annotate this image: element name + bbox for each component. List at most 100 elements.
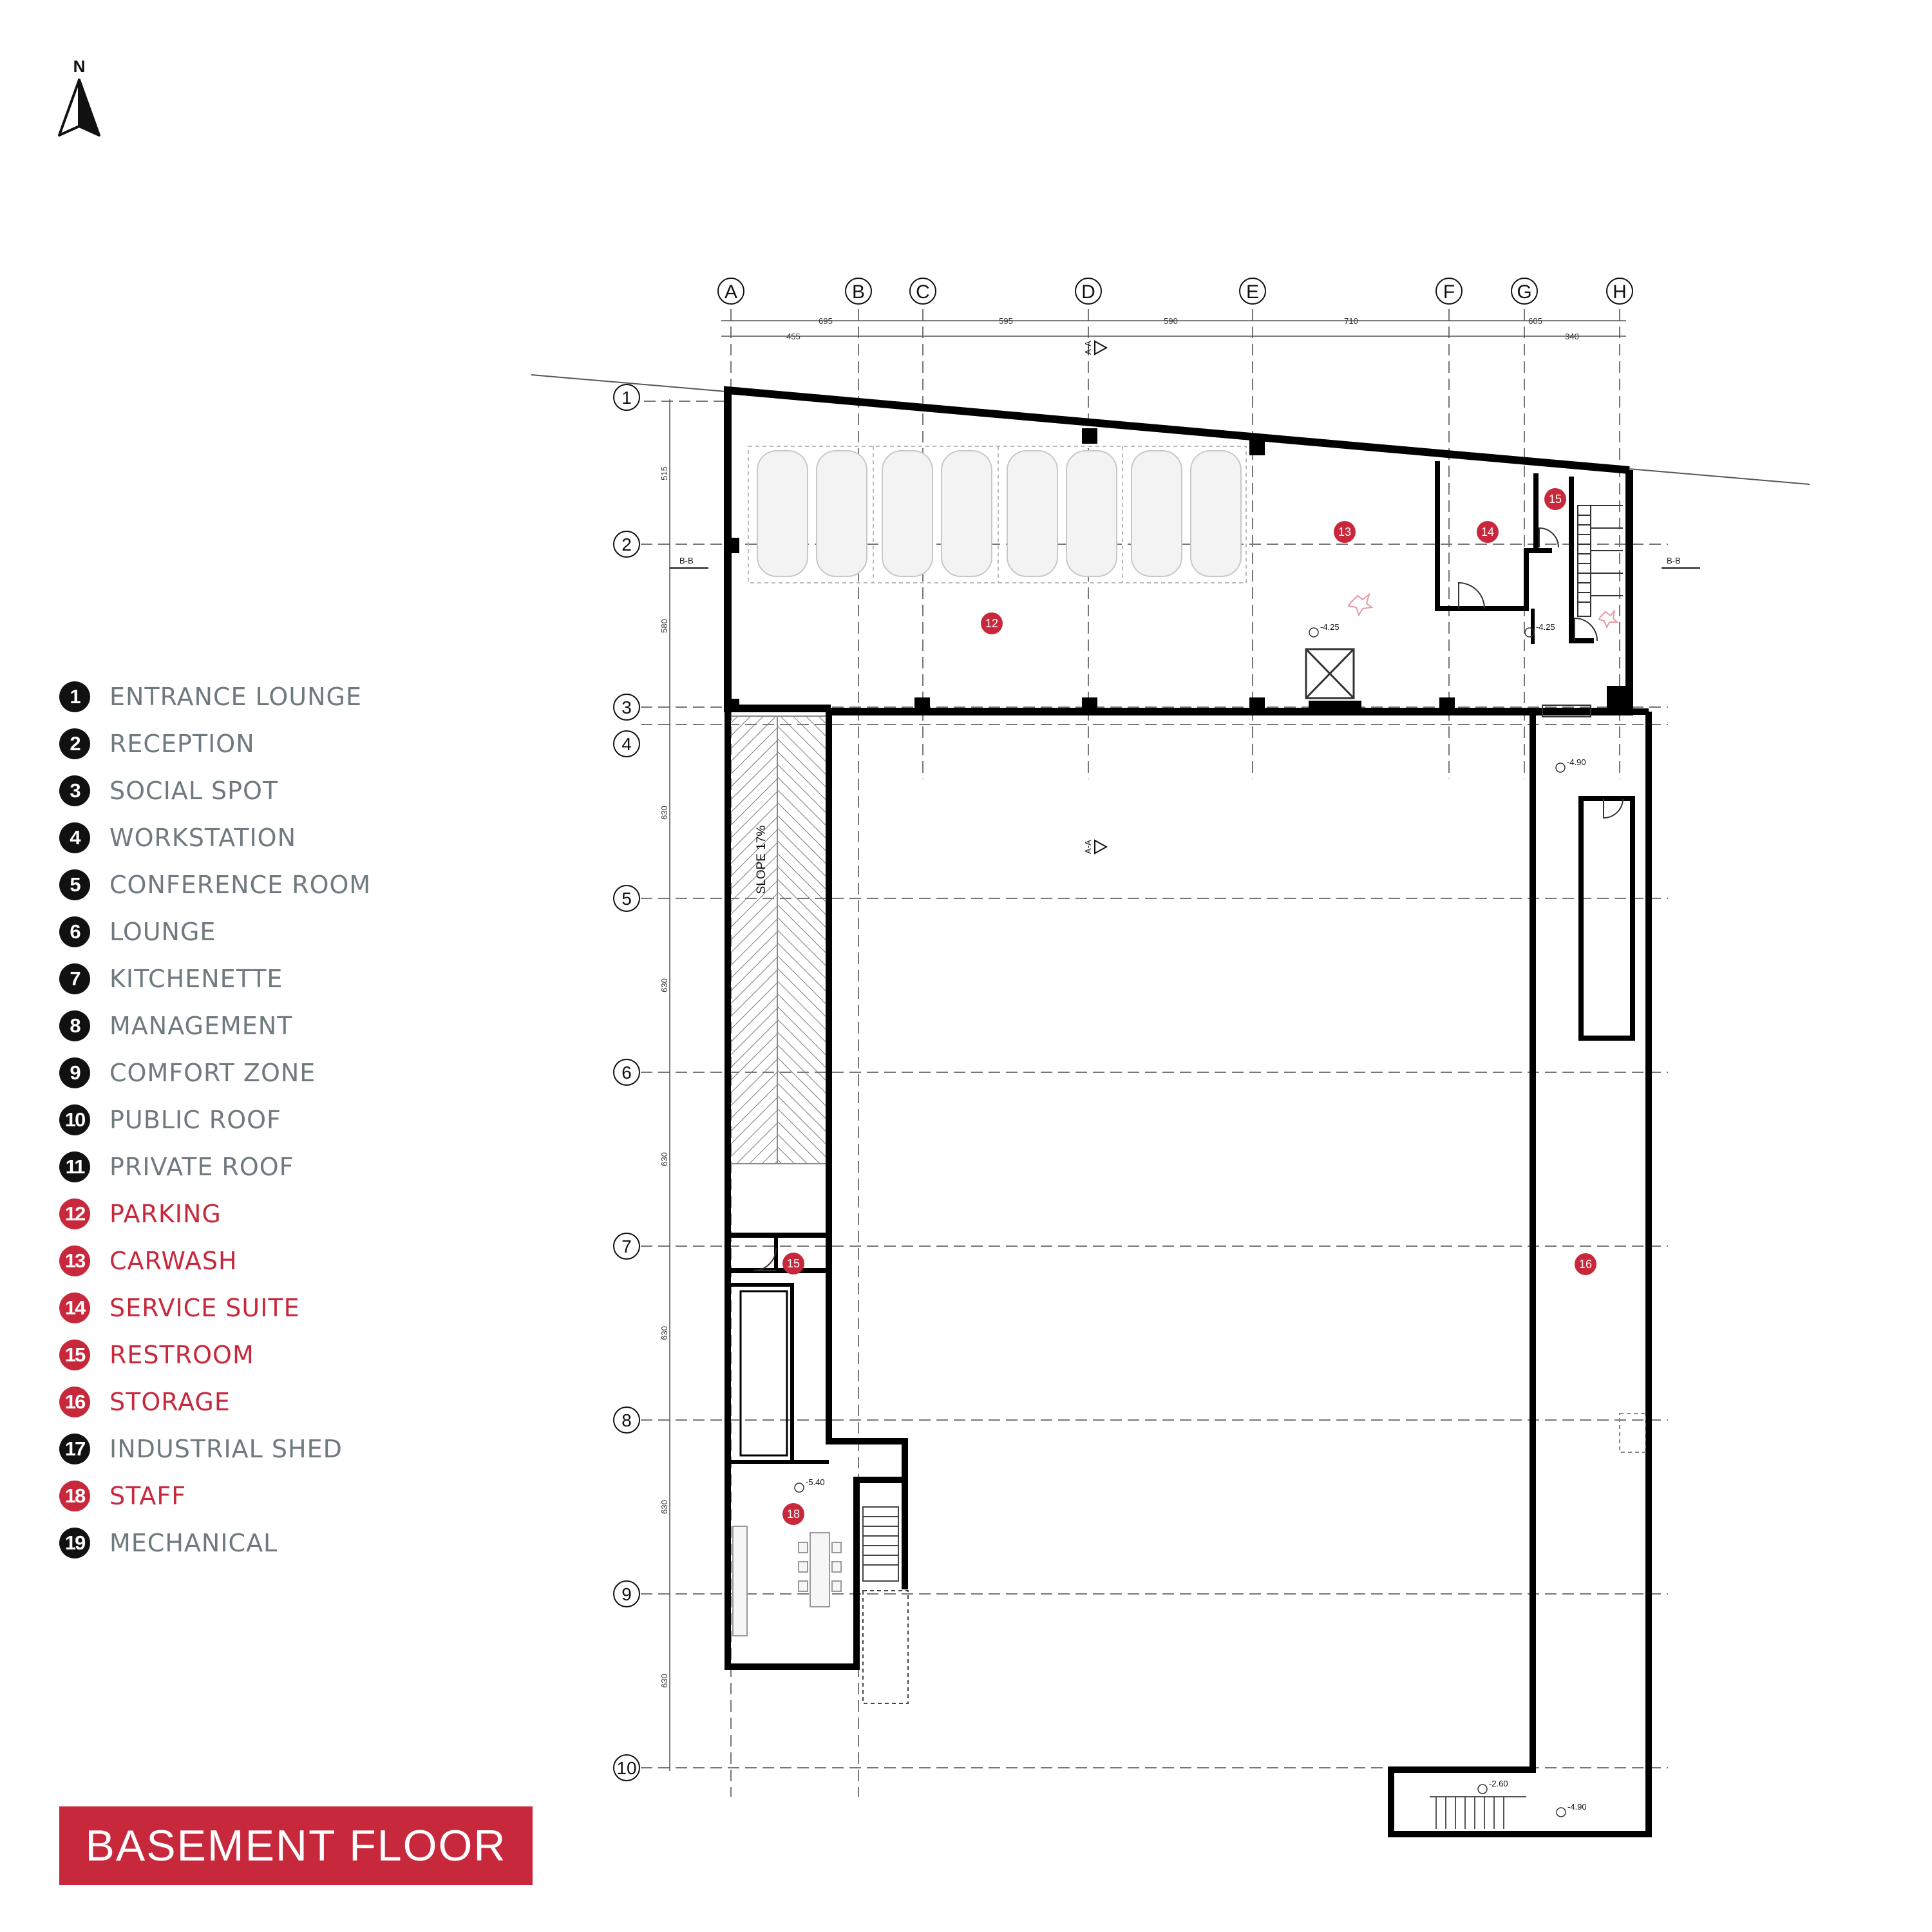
legend-number-badge: 19 xyxy=(59,1527,90,1558)
dimension-labels: 695 455 595 590 710 605 340 515 580 630 … xyxy=(659,316,1579,1688)
legend-number-badge: 17 xyxy=(59,1433,90,1464)
legend-label: PARKING xyxy=(109,1199,222,1228)
dimension-label: 515 xyxy=(659,466,669,480)
legend-label: CARWASH xyxy=(109,1246,238,1275)
room-tag-label: 14 xyxy=(1481,526,1494,538)
legend-label: RESTROOM xyxy=(109,1340,254,1369)
legend-number-badge: 13 xyxy=(59,1245,90,1276)
column-label: A xyxy=(724,281,737,303)
room-tag-label: 16 xyxy=(1579,1258,1592,1271)
dimension-label: 630 xyxy=(659,806,669,820)
ramp-hatch xyxy=(777,715,828,1164)
room-tag xyxy=(1477,521,1499,543)
dimension-lines xyxy=(669,320,1626,1771)
legend-item: 9 COMFORT ZONE xyxy=(59,1049,371,1096)
room-tags: 12 13 14 15 15 16 18 xyxy=(782,488,1596,1525)
legend-number-badge: 4 xyxy=(59,822,90,853)
row-label: 4 xyxy=(621,734,632,754)
legend-number-badge: 9 xyxy=(59,1057,90,1088)
level-markers: -4.25 -4.25 -4.90 -5.40 -2.60 -4.90 xyxy=(794,622,1587,1817)
legend-number-badge: 16 xyxy=(59,1386,90,1417)
legend-label: RECEPTION xyxy=(109,729,255,758)
people-figure xyxy=(1347,592,1619,629)
room-tag xyxy=(1575,1253,1596,1275)
legend-number-badge: 15 xyxy=(59,1339,90,1370)
room-tag xyxy=(1334,521,1356,543)
legend-label: INDUSTRIAL SHED xyxy=(109,1434,343,1463)
column-label: C xyxy=(916,281,930,303)
room-tag xyxy=(782,1253,804,1274)
room-tag xyxy=(981,612,1003,634)
section-markers: A-A A-A B-B B-B xyxy=(670,340,1700,855)
staircase-south xyxy=(1430,1796,1526,1829)
legend-item: 4 WORKSTATION xyxy=(59,814,371,861)
legend-number-badge: 8 xyxy=(59,1010,90,1041)
dimension-label: 595 xyxy=(999,316,1013,326)
legend-label: MECHANICAL xyxy=(109,1528,278,1557)
legend-label: CONFERENCE ROOM xyxy=(109,870,372,899)
column-label: H xyxy=(1613,281,1627,303)
level-label: -4.25 xyxy=(1320,622,1340,632)
legend-number-badge: 11 xyxy=(59,1151,90,1182)
column-label: G xyxy=(1517,281,1531,303)
dimension-label: 710 xyxy=(1344,316,1358,326)
room-tag-label: 15 xyxy=(787,1257,800,1270)
dimension-label: 580 xyxy=(659,619,669,633)
dimension-label: 340 xyxy=(1565,332,1579,341)
row-label: 8 xyxy=(621,1410,632,1430)
column-markers: A B C D E F G H xyxy=(717,278,1633,305)
legend-label: KITCHENETTE xyxy=(109,964,283,993)
legend-number-badge: 2 xyxy=(59,728,90,759)
ramp-hatch xyxy=(729,715,778,1164)
row-label: 1 xyxy=(621,388,632,408)
legend-number-badge: 1 xyxy=(59,681,90,712)
legend-label: SERVICE SUITE xyxy=(109,1293,300,1322)
row-label: 6 xyxy=(621,1063,632,1083)
section-mark: A-A xyxy=(1083,341,1093,355)
room-tag-label: 15 xyxy=(1549,493,1562,506)
legend-label: STAFF xyxy=(109,1481,187,1510)
column-label: B xyxy=(852,281,865,303)
section-mark: A-A xyxy=(1083,840,1093,854)
parking-bays xyxy=(748,446,1247,583)
room-tag xyxy=(1544,488,1566,510)
legend-item: 14 SERVICE SUITE xyxy=(59,1284,371,1331)
row-label: 3 xyxy=(621,697,632,717)
level-label: -4.90 xyxy=(1567,1802,1587,1812)
title-banner: BASEMENT FLOOR xyxy=(59,1806,533,1885)
staircase-west xyxy=(862,1506,909,1704)
room-tag xyxy=(782,1503,804,1525)
slope-label: SLOPE 17% xyxy=(755,826,768,895)
dimension-label: 630 xyxy=(659,1500,669,1514)
row-label: 10 xyxy=(616,1758,636,1778)
drawing-title: BASEMENT FLOOR xyxy=(85,1821,507,1870)
legend-item: 13 CARWASH xyxy=(59,1237,371,1284)
section-mark: B-B xyxy=(679,556,694,565)
dimension-label: 630 xyxy=(659,978,669,992)
legend-item: 18 STAFF xyxy=(59,1472,371,1519)
legend-number-badge: 14 xyxy=(59,1292,90,1323)
legend-item: 15 RESTROOM xyxy=(59,1331,371,1378)
level-label: -4.25 xyxy=(1536,622,1555,632)
column-label: F xyxy=(1443,281,1455,303)
room-tag-label: 13 xyxy=(1338,526,1351,538)
level-label: -2.60 xyxy=(1489,1779,1508,1788)
section-mark: B-B xyxy=(1667,556,1681,565)
legend-item: 19 MECHANICAL xyxy=(59,1519,371,1566)
legend-number-badge: 5 xyxy=(59,869,90,900)
legend-item: 2 RECEPTION xyxy=(59,720,371,767)
legend-label: MANAGEMENT xyxy=(109,1011,293,1040)
legend-label: WORKSTATION xyxy=(109,823,296,852)
dimension-label: 695 xyxy=(819,316,833,326)
legend-number-badge: 6 xyxy=(59,916,90,947)
legend-number-badge: 18 xyxy=(59,1480,90,1511)
row-markers: 1 2 3 4 5 6 7 8 9 10 xyxy=(613,384,640,1781)
legend-label: COMFORT ZONE xyxy=(109,1058,316,1087)
